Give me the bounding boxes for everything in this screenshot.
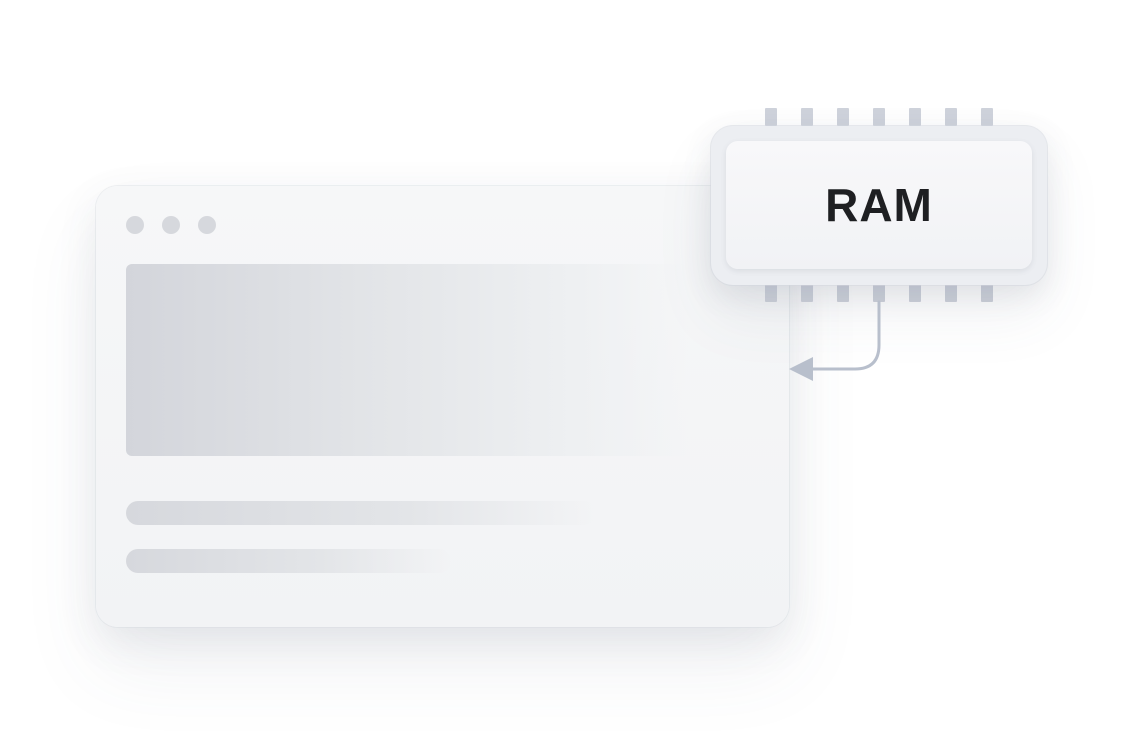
ram-pin bbox=[909, 108, 921, 126]
ram-pin bbox=[873, 284, 885, 302]
ram-pin bbox=[765, 284, 777, 302]
window-controls bbox=[126, 216, 216, 234]
window-dot-icon bbox=[198, 216, 216, 234]
text-line-placeholder bbox=[126, 549, 451, 573]
arrow-left-icon bbox=[789, 357, 813, 381]
ram-pin bbox=[873, 108, 885, 126]
window-dot-icon bbox=[162, 216, 180, 234]
ram-pin bbox=[765, 108, 777, 126]
ram-pin bbox=[801, 108, 813, 126]
ram-chip: RAM bbox=[711, 126, 1047, 285]
ram-pin bbox=[981, 284, 993, 302]
ram-pin bbox=[945, 284, 957, 302]
text-line-placeholder bbox=[126, 501, 596, 525]
content-image-placeholder bbox=[126, 264, 688, 456]
ram-pin bbox=[945, 108, 957, 126]
ram-pin bbox=[981, 108, 993, 126]
connector-line bbox=[806, 300, 881, 371]
ram-pin bbox=[909, 284, 921, 302]
ram-chip-face: RAM bbox=[726, 141, 1032, 269]
ram-pins-top bbox=[765, 108, 993, 126]
ram-pin bbox=[837, 284, 849, 302]
ram-pin bbox=[837, 108, 849, 126]
ram-pin bbox=[801, 284, 813, 302]
browser-window-mockup bbox=[96, 186, 789, 627]
ram-chip-label: RAM bbox=[825, 179, 933, 231]
ram-pins-bottom bbox=[765, 284, 993, 302]
window-dot-icon bbox=[126, 216, 144, 234]
